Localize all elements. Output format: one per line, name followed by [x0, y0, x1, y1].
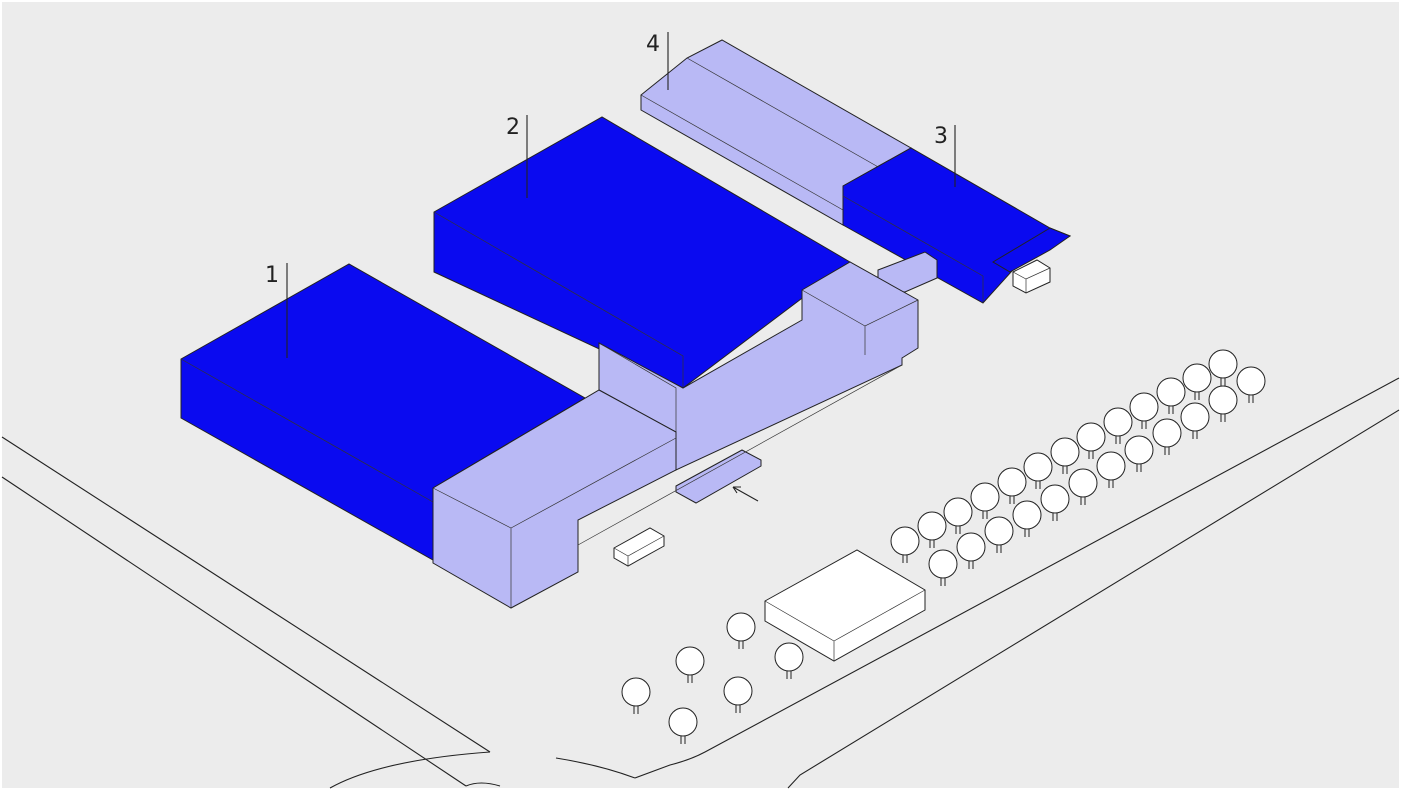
road-junction-curve-2 [555, 757, 636, 779]
arrow-icon [732, 486, 759, 502]
tree-icon [1040, 484, 1070, 521]
tree-icon [997, 467, 1027, 504]
building-3-annex [992, 227, 1072, 273]
tree-icon [1208, 385, 1238, 422]
building-4-eave [640, 94, 844, 211]
building-4 [640, 39, 913, 226]
building-2-block [433, 116, 851, 389]
tree-icon [1236, 366, 1266, 403]
label-building-3: 3 [934, 124, 948, 149]
tree-icon [668, 707, 698, 744]
tree-icon [984, 516, 1014, 553]
tree-icon [1103, 407, 1133, 444]
building-3-edge [842, 195, 984, 277]
tree-icon [726, 612, 756, 649]
tree-icon [943, 497, 973, 534]
tree-icon [1129, 392, 1159, 429]
tree-icon [1208, 349, 1238, 386]
building-2-edge [433, 211, 684, 388]
building-1-wing-edge [432, 437, 677, 608]
tree-icon [1012, 500, 1042, 537]
tree-icon [1124, 435, 1154, 472]
tree-icon [928, 549, 958, 586]
building-2 [433, 116, 938, 471]
road-edge-right-lower [787, 409, 1400, 789]
tree-icon [621, 677, 651, 714]
tree-icon [1050, 437, 1080, 474]
small-shed-front-edge [613, 535, 665, 566]
tree-icon [1180, 402, 1210, 439]
tree-icon [1156, 377, 1186, 414]
tree-icon [956, 532, 986, 569]
building-1-edge [180, 358, 434, 503]
road-junction-curve [329, 751, 491, 789]
tree-icon [774, 642, 804, 679]
neutral-building-block [764, 549, 926, 662]
canopy [675, 449, 762, 504]
building-labels: 1 2 3 4 [265, 32, 956, 358]
road-lines [1, 377, 1400, 789]
tree-icon [890, 526, 920, 563]
tree-icon [970, 482, 1000, 519]
building-3 [842, 147, 1072, 304]
label-building-2: 2 [506, 115, 520, 140]
tree-icon [1152, 418, 1182, 455]
tree-icon [1076, 422, 1106, 459]
small-shed-edge [1012, 267, 1051, 293]
building-1-light-wing [432, 389, 677, 609]
lower-walkway [577, 364, 903, 546]
building-4-ridge [686, 57, 881, 169]
road-junction-curve-3 [465, 782, 501, 787]
tree-icon [723, 676, 753, 713]
road-edge-left-lower [1, 476, 467, 787]
tree-icon [1023, 452, 1053, 489]
label-building-1: 1 [265, 263, 279, 288]
neutral-building [764, 549, 926, 662]
tree-icon [1182, 363, 1212, 400]
road-edge-right-upper [634, 377, 1400, 779]
neutral-building-edge [764, 589, 926, 661]
tree-group [621, 349, 1266, 744]
road-edge-left-upper [1, 436, 491, 753]
tree-icon [675, 646, 705, 683]
building-1 [180, 263, 903, 609]
small-shed-front [613, 527, 665, 567]
label-building-4: 4 [646, 32, 660, 57]
tree-icon [917, 511, 947, 548]
tree-icon [1068, 468, 1098, 505]
building-2-wing-edge [598, 289, 919, 432]
tree-icon [1096, 451, 1126, 488]
